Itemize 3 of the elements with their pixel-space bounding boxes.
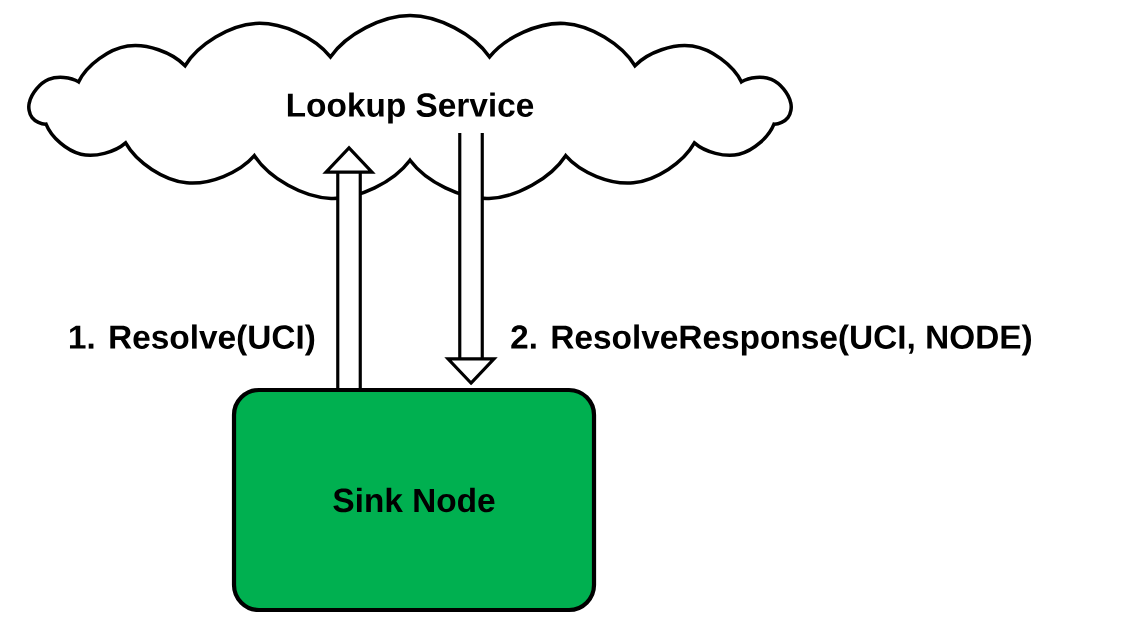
edge-label: 2. ResolveResponse(UCI, NODE) — [511, 324, 1031, 356]
edge-label: 1. Resolve(UCI) — [70, 324, 315, 356]
rounded-box: Sink Node — [231, 387, 597, 613]
